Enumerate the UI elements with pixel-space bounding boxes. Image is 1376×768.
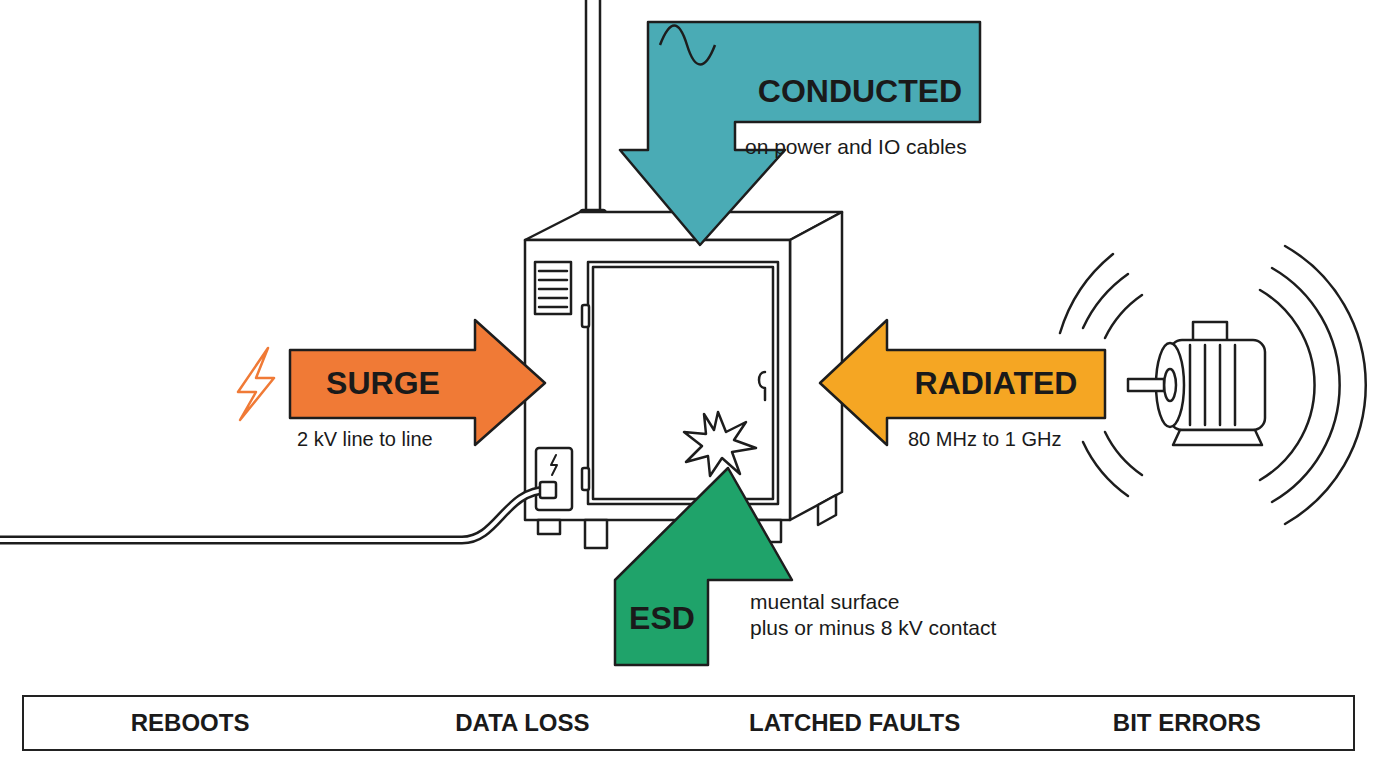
cabinet-front — [525, 240, 790, 520]
arrow-radiated: RADIATED 80 MHz to 1 GHz — [815, 315, 1110, 455]
arrow-esd: ESDmuental surfaceplus or minus 8 kV con… — [610, 460, 795, 670]
arrow-sublabel: 80 MHz to 1 GHz — [908, 428, 1061, 451]
cabinet-leg — [585, 520, 607, 548]
door-inset — [593, 267, 773, 499]
vent-grille — [535, 262, 571, 314]
cabinet-door — [588, 262, 778, 504]
arrow-label: CONDUCTED — [743, 73, 977, 110]
door-hinge — [582, 305, 589, 327]
effect-label: LATCHED FAULTS — [689, 709, 1021, 737]
socket-bolt — [551, 455, 557, 475]
power-cord — [0, 490, 548, 540]
motor-icon — [1128, 322, 1265, 445]
arrow-surge: SURGE 2 kV line to line — [285, 315, 550, 455]
plug — [540, 482, 556, 498]
arrow-sublabel: muental surface — [750, 590, 899, 614]
arrow-label: ESD — [618, 600, 706, 637]
effect-label: REBOOTS — [24, 709, 356, 737]
cabinet-leg — [818, 495, 836, 525]
conduit-pipe — [585, 0, 588, 212]
door-handle — [759, 372, 765, 400]
arrow-sublabel: plus or minus 8 kV contact — [750, 616, 996, 640]
effects-bar: REBOOTSDATA LOSSLATCHED FAULTSBIT ERRORS — [22, 695, 1355, 751]
arrow-conducted: CONDUCTED on power and IO cables — [615, 15, 987, 250]
arrow-label: SURGE — [293, 365, 473, 402]
door-hinge — [582, 468, 589, 490]
lightning-bolt — [238, 348, 274, 420]
power-cord — [0, 490, 548, 540]
conduit-pipe — [599, 0, 602, 212]
effect-label: BIT ERRORS — [1021, 709, 1353, 737]
arrow-sublabel: on power and IO cables — [745, 135, 967, 159]
arrow-sublabel: 2 kV line to line — [297, 428, 433, 451]
sine-icon — [660, 26, 715, 65]
effect-label: DATA LOSS — [356, 709, 688, 737]
arrow-shape — [615, 15, 987, 250]
power-socket — [536, 448, 572, 510]
esd-spark — [684, 412, 756, 476]
arrow-label: RADIATED — [890, 365, 1102, 402]
cabinet-side — [790, 212, 842, 520]
cabinet-leg — [538, 520, 560, 534]
